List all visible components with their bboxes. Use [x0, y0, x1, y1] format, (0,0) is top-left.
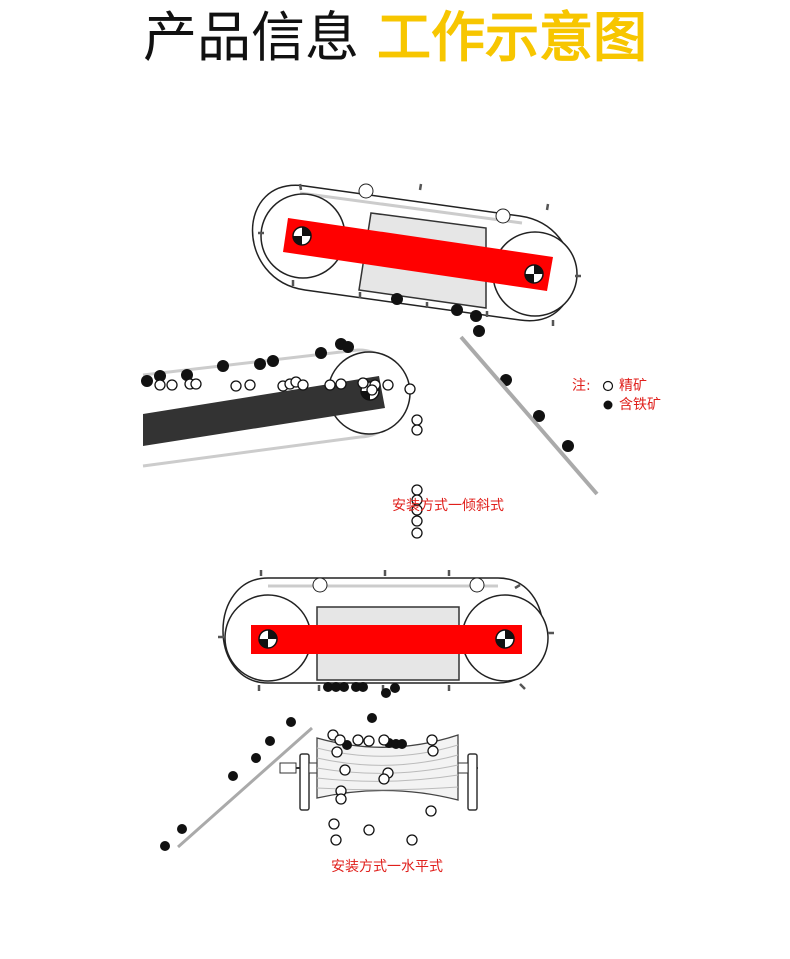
horizontal-separator — [160, 570, 554, 851]
conveyor-belt — [141, 338, 423, 539]
feed-drum — [279, 729, 478, 846]
legend-concentrate: 精矿 — [619, 378, 647, 394]
legend-prefix: 注: — [572, 378, 591, 394]
concentrate-marker-icon — [602, 380, 614, 392]
legend-iron-ore: 含铁矿 — [619, 397, 661, 413]
iron-ore-marker-icon — [603, 400, 613, 410]
drum-center-icon — [495, 629, 515, 649]
legend: 注: 精矿 含铁矿 — [572, 378, 661, 413]
drum-center-icon — [258, 629, 278, 649]
magnet-bar-inclined — [283, 218, 553, 291]
inclined-separator — [251, 183, 599, 496]
drum-center-icon — [524, 264, 544, 284]
page-title: 产品信息工作示意图 — [0, 6, 790, 70]
label-horizontal: 安装方式一水平式 — [331, 859, 443, 875]
label-inclined: 安装方式一倾斜式 — [392, 498, 504, 514]
title-product-info: 产品信息 — [143, 6, 359, 69]
drum-center-icon — [292, 226, 312, 246]
magnet-bar-horizontal — [251, 625, 522, 654]
title-working-diagram: 工作示意图 — [377, 6, 647, 69]
